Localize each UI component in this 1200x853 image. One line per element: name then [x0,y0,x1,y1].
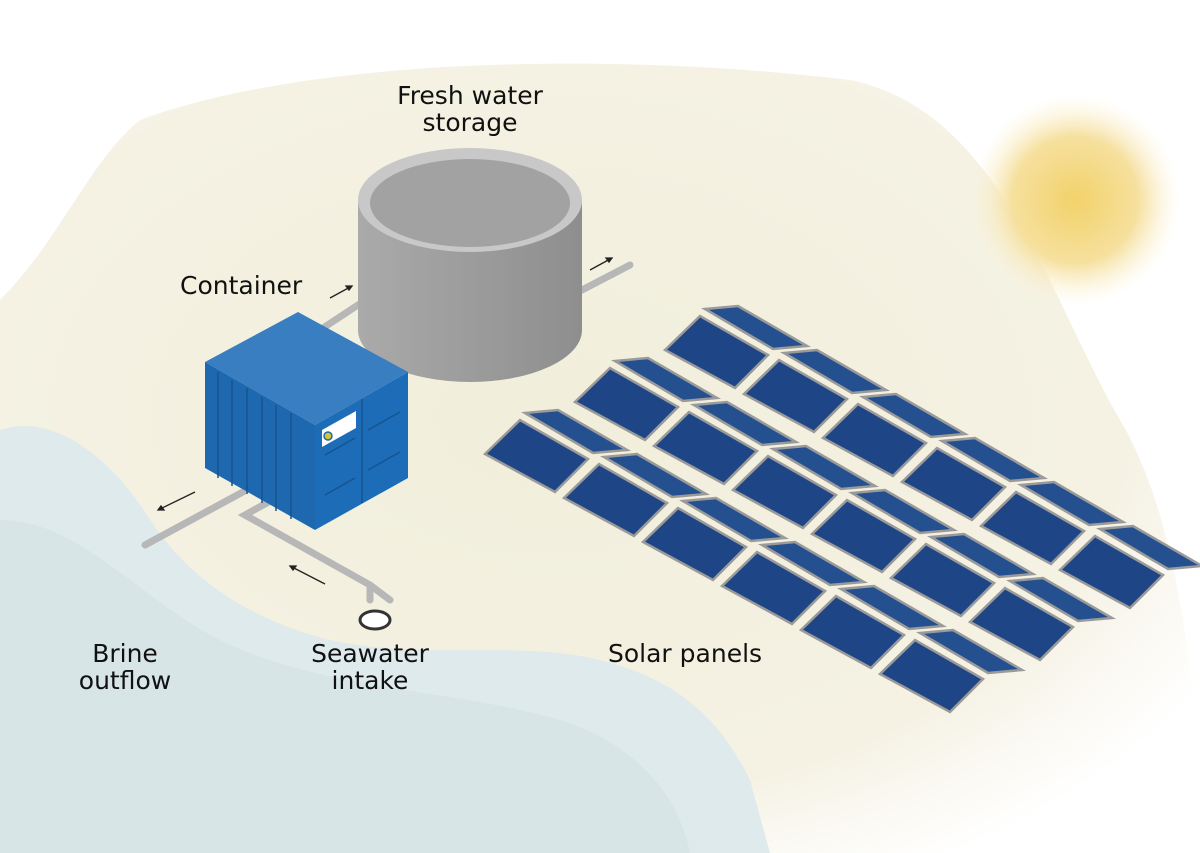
solar-panel-back [521,408,632,455]
solar-panel-front [809,498,918,574]
solar-panel-front [730,454,839,530]
label-fresh-water-storage: Fresh water storage [380,82,560,136]
solar-panel-back [600,452,711,499]
solar-panel-front [482,418,591,494]
label-line: outflow [78,666,172,695]
solar-panel-back [611,356,722,403]
solar-panel-front [877,638,986,714]
solar-panel-front [572,366,681,442]
solar-panel-front [561,462,670,538]
solar-panel-back [859,392,970,439]
solar-panel-back [780,348,891,395]
solar-panel-back [769,444,880,491]
solar-panel-front [967,586,1076,662]
solar-panel-front [899,446,1008,522]
solar-panel-back [938,436,1049,483]
label-brine-outflow: Brine outflow [60,640,190,694]
sea-shade [0,520,690,853]
solar-panel-back [837,584,948,631]
solar-panel-back [701,304,812,351]
solar-panel-back [679,496,790,543]
flow-arrows [156,257,614,585]
label-seawater-intake: Seawater intake [300,640,440,694]
label-line: Fresh water [397,81,543,110]
pipe-tank-outflow [578,261,634,294]
solar-panel-front [978,490,1087,566]
solar-panel-array [482,304,1200,714]
solar-panel-front [820,402,929,478]
solar-panel-back [1096,524,1200,571]
solar-panel-front [662,314,771,390]
solar-panel-back [690,400,801,447]
solar-panel-back [927,532,1038,579]
solar-panel-front [651,410,760,486]
solar-panel-front [1057,534,1166,610]
sun-icon [970,95,1180,305]
label-line: intake [331,666,409,695]
fresh-water-tank [358,148,582,382]
label-line: Brine [92,639,158,668]
solar-panel-front [719,550,828,626]
solar-panel-back [848,488,959,535]
solar-panel-front [888,542,997,618]
solar-panel-front [640,506,749,582]
pipe-seawater-intake [237,489,394,604]
solar-panel-back [916,628,1027,675]
solar-panel-back [758,540,869,587]
solar-panel-back [1017,480,1128,527]
container [205,312,408,530]
label-container: Container [180,271,303,300]
label-line: storage [422,108,518,137]
seawater-intake-hole [358,609,392,631]
label-line: Seawater [311,639,429,668]
label-solar-panels: Solar panels [608,639,763,668]
solar-panel-front [798,594,907,670]
pipes [141,261,634,604]
solar-panel-back [1006,576,1117,623]
pipe-brine-outflow [141,476,269,549]
solar-panel-front [741,358,850,434]
